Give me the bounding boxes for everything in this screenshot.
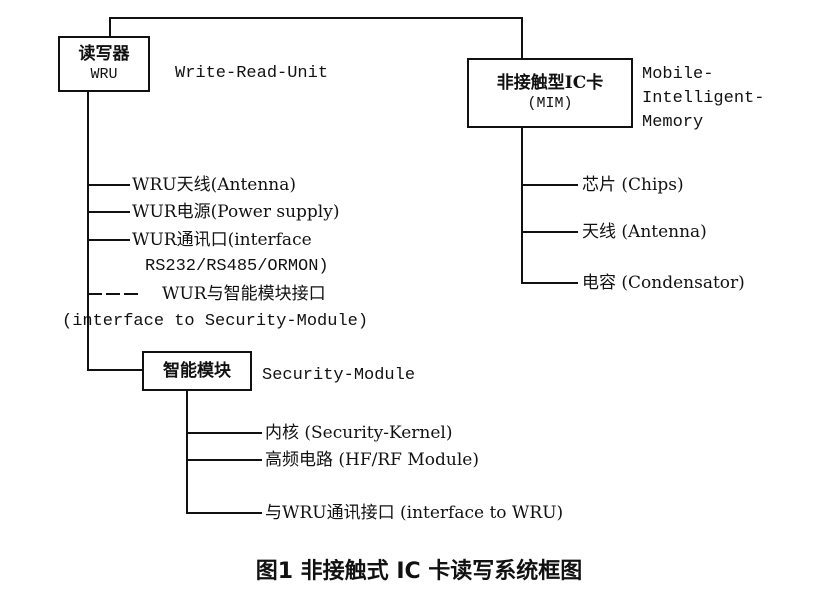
card-part-condensator: 电容 (Condensator) (582, 273, 745, 293)
wru-part-comm-protocols: RS232/RS485/ORMON) (145, 257, 329, 276)
wru-box: 读写器 WRU (58, 36, 150, 92)
card-part-chips: 芯片 (Chips) (582, 175, 684, 195)
security-part-kernel: 内核 (Security-Kernel) (265, 423, 453, 443)
security-part-hf: 高频电路 (HF/RF Module) (265, 450, 479, 470)
card-full-name-line-1: Mobile- (642, 65, 714, 84)
card-box: 非接触型IC卡 (MIM) (467, 58, 633, 128)
card-full-name-line-3: Memory (642, 113, 704, 132)
card-box-title: 非接触型IC卡 (496, 73, 604, 93)
security-part-wru-interface: 与WRU通讯接口 (interface to WRU) (265, 503, 564, 523)
card-part-antenna: 天线 (Antenna) (582, 222, 707, 242)
security-module-title: 智能模块 (163, 361, 231, 381)
wru-to-card-connector (109, 17, 523, 60)
wru-part-security-interface-en: (interface to Security-Module) (62, 312, 369, 331)
wru-part-security-interface: WUR与智能模块接口 (162, 284, 326, 304)
security-module-full-name: Security-Module (262, 366, 416, 385)
wru-full-name: Write-Read-Unit (175, 64, 329, 83)
wru-box-title: 读写器 (78, 44, 130, 64)
wru-part-power: WUR电源(Power supply) (132, 202, 340, 222)
wru-part-antenna: WRU天线(Antenna) (132, 175, 297, 195)
card-trunk-line (521, 127, 578, 284)
card-box-abbr: (MIM) (527, 95, 573, 112)
wru-box-abbr: WRU (90, 66, 118, 83)
card-full-name-line-2: Intelligent- (642, 89, 765, 108)
figure-caption: 图1 非接触式 IC 卡读写系统框图 (255, 559, 583, 584)
security-trunk-line (186, 390, 262, 514)
security-module-box: 智能模块 (142, 351, 252, 391)
wru-part-comm: WUR通讯口(interface (132, 230, 312, 250)
